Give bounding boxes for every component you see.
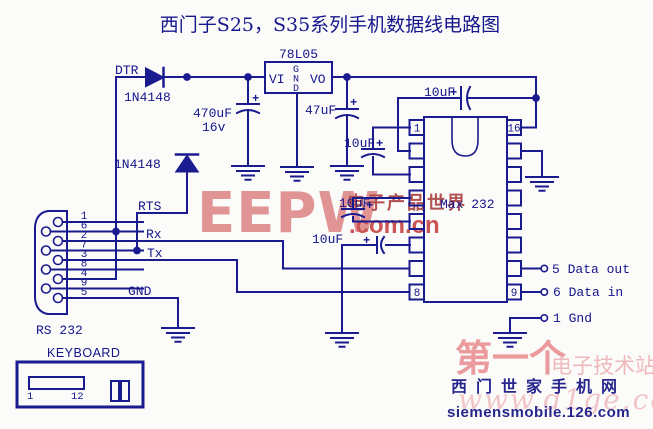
ic-pin1: 1 [414, 124, 421, 136]
regulator-d: D [293, 84, 299, 95]
page-title: 西门子S25，S35系列手机数据线电路图 [160, 14, 500, 36]
ground-symbol [231, 165, 265, 181]
rs232-pin-number: 8 [81, 259, 88, 271]
capacitor-47uf [334, 76, 360, 167]
regulator-g: G [293, 65, 299, 76]
plus-sign: + [376, 137, 383, 151]
plus-sign: + [350, 96, 357, 110]
tx-wire [61, 259, 411, 293]
ground-symbol [330, 165, 364, 181]
diode1-label: 1N4148 [124, 90, 171, 105]
rs232-pin-number: 5 [81, 287, 88, 299]
plus-sign: + [450, 86, 457, 100]
plus-sign: + [252, 92, 259, 106]
rs232-pin-number: 1 [81, 211, 88, 223]
ground-symbol [280, 166, 314, 182]
ic-pin16: 16 [507, 124, 520, 136]
max232-chip [408, 116, 522, 303]
regulator-vi: VI [269, 72, 285, 87]
watermark-d1ge-url: www.d1ge.com [458, 383, 653, 416]
rs232-pin-number: 4 [81, 268, 88, 280]
data-in-label: 6 Data in [553, 285, 623, 300]
keyboard-label: KEYBOARD [47, 346, 120, 360]
connector-stub-wires [49, 221, 144, 290]
plus-sign: + [363, 234, 370, 248]
rs232-pin-number: 7 [81, 240, 88, 252]
ic-pin8: 8 [414, 288, 421, 300]
ground-symbol [493, 332, 527, 348]
rs232-pin-number: 6 [81, 221, 88, 233]
tx-label: Tx [147, 246, 163, 261]
regulator-n: N [293, 75, 299, 86]
cap470-label: 470uF [193, 106, 232, 121]
rs232-pin-number: 3 [81, 249, 88, 261]
plus-sign: + [366, 199, 373, 213]
junction-dots [112, 73, 540, 255]
rx-wire [61, 240, 411, 270]
keyboard-pin-12: 12 [71, 391, 84, 403]
phone-terminal-wires [509, 264, 549, 334]
watermark-site-name: 西门世家手机网 [451, 379, 627, 396]
serial-gnd-wire [61, 297, 179, 329]
ic-pin9: 9 [511, 288, 518, 300]
regulator-label: 78L05 [279, 47, 318, 62]
cap470-voltage: 16v [202, 120, 226, 135]
capacitor-c1-10uf [360, 126, 411, 176]
diode-1n4148-dtr [145, 66, 166, 88]
ground-symbol [325, 332, 359, 348]
vplus-gnd-wire [520, 150, 543, 178]
rts-label: RTS [138, 199, 162, 214]
cap-c4-label: 10uF [312, 232, 343, 247]
watermark-site-url: siemensmobile.126.com [447, 404, 631, 421]
diode2-label: 1N4148 [114, 157, 161, 172]
ground-symbol [161, 327, 195, 343]
gnd-label: GND [128, 284, 152, 299]
dtr-label: DTR [115, 63, 139, 78]
phone-gnd-label: 1 Gnd [553, 311, 592, 326]
diode-1n4148-rts [174, 153, 200, 173]
capacitor-c3-10uf [397, 85, 537, 152]
rx-label: Rx [146, 227, 162, 242]
keyboard-block [15, 360, 145, 409]
ground-symbol [525, 176, 559, 192]
rs232-label: RS 232 [36, 323, 83, 338]
capacitor-c2-10uf [340, 197, 411, 223]
cap47-label: 47uF [305, 103, 336, 118]
data-out-label: 5 Data out [552, 262, 630, 277]
watermark-tech-site: 电子技术站 [551, 355, 653, 378]
rs232-pin-number: 9 [81, 278, 88, 290]
dtr-power-wire [115, 76, 537, 279]
capacitor-470uf [235, 76, 261, 167]
rs232-pin-number: 2 [81, 230, 88, 242]
cap-c3-label: 10uF [424, 85, 455, 100]
cap-c1-label: 10uF [344, 136, 375, 151]
regulator-78l05 [264, 61, 333, 168]
cap-c2-label: 10uF [339, 196, 370, 211]
max232-label: Max 232 [440, 197, 495, 212]
capacitor-c4-10uf [341, 235, 411, 334]
keyboard-pin-1: 1 [27, 391, 33, 403]
regulator-vo: VO [310, 72, 326, 87]
